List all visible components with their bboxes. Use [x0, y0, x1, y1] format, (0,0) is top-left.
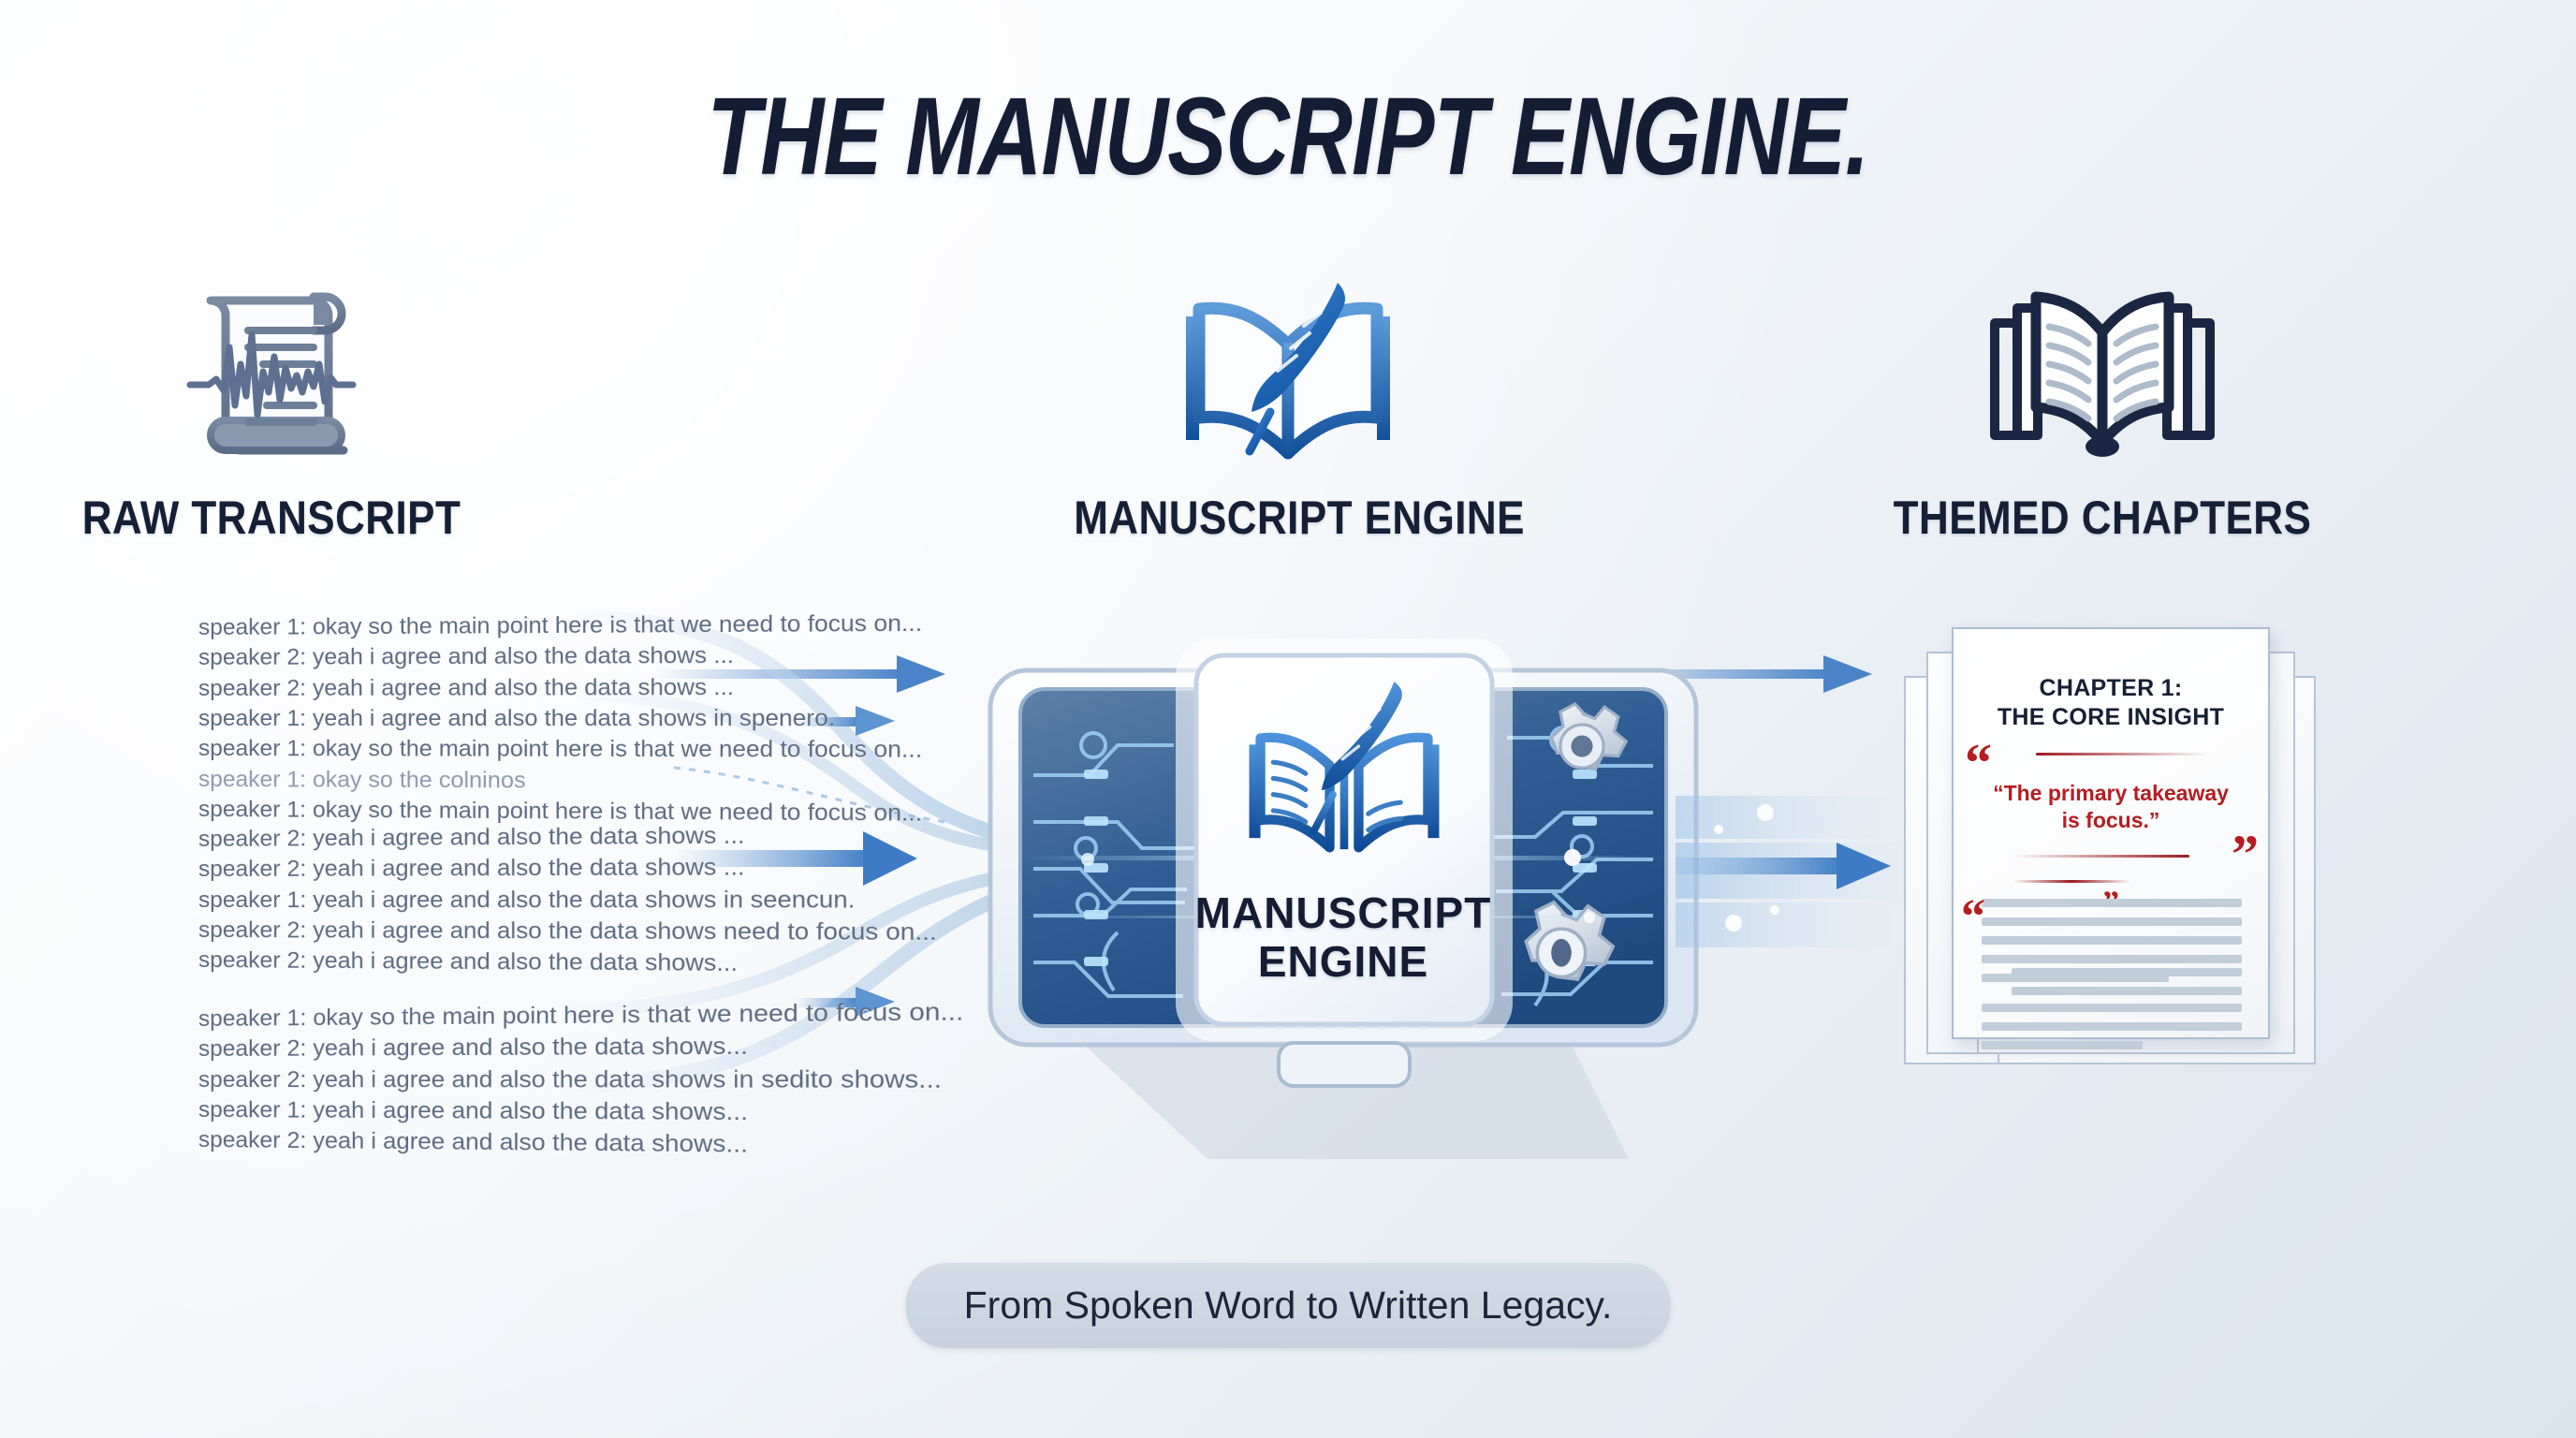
transcript-line: speaker 1: yeah i agree and also the dat… — [198, 703, 962, 735]
transcript-line: speaker 2: yeah i agree and also the dat… — [198, 852, 986, 886]
quote-line-2: is focus.” — [1991, 807, 2231, 834]
stage-label: RAW TRANSCRIPT — [57, 491, 486, 545]
body-line — [1982, 1041, 2143, 1049]
transcript-line: speaker 1: okay so the main point here i… — [198, 609, 962, 644]
quote-rule-mid — [2013, 880, 2130, 883]
transcript-line: speaker 2: yeah i agree and also the dat… — [198, 1030, 1009, 1065]
quote-open-icon: “ — [1965, 747, 1992, 780]
chapter-title-line-2: THE CORE INSIGHT — [1954, 703, 2268, 732]
open-book-icon — [1859, 271, 2346, 477]
transcript-line: speaker 1: okay so the main point here i… — [198, 734, 962, 767]
quote-line-1: “The primary takeaway — [1991, 780, 2231, 807]
chapter-body-block-3 — [1982, 1004, 2242, 1060]
transcript-paragraph: speaker 1: okay so the main point here i… — [198, 995, 1009, 1165]
transcript-line: speaker 2: yeah i agree and also the dat… — [198, 639, 962, 673]
stage-row: RAW TRANSCRIPT — [0, 271, 2576, 580]
body-line — [1982, 917, 2242, 926]
stage-raw-transcript: RAW TRANSCRIPT — [28, 271, 515, 545]
quote-rule-top — [2036, 753, 2209, 756]
transcript-line: speaker 2: yeah i agree and also the dat… — [198, 1125, 1009, 1165]
body-line — [1982, 1022, 2242, 1031]
book-quill-icon — [1045, 271, 1531, 477]
tagline-pill: From Spoken Word to Written Legacy. — [906, 1263, 1671, 1348]
pull-quote: “ “The primary takeaway is focus.” ” ” — [1954, 753, 2268, 883]
body-line — [1982, 955, 2242, 963]
transcript-line: speaker 2: yeah i agree and also the dat… — [198, 819, 986, 856]
page-title: THE MANUSCRIPT ENGINE. — [257, 73, 2319, 200]
transcript-paragraph: speaker 1: okay so the main point here i… — [198, 609, 962, 830]
body-line — [2012, 987, 2242, 995]
stage-label: THEMED CHAPTERS — [1888, 491, 2317, 545]
transcript-text-block: speaker 1: okay so the main point here i… — [198, 613, 929, 1137]
quote-open-icon: “ — [1961, 902, 1985, 932]
transcript-line: speaker 2: yeah i agree and also the dat… — [198, 671, 962, 704]
chapter-stack: CHAPTER 1: THE CORE INSIGHT “ “The prima… — [1900, 618, 2321, 1086]
stage-manuscript-engine: MANUSCRIPT ENGINE — [1045, 271, 1531, 545]
quote-close-icon: ” — [2232, 839, 2259, 872]
chapter-title-line-1: CHAPTER 1: — [1954, 674, 2268, 703]
chapter-page-front: CHAPTER 1: THE CORE INSIGHT “ “The prima… — [1952, 627, 2270, 1039]
chapter-title: CHAPTER 1: THE CORE INSIGHT — [1954, 674, 2268, 732]
quote-text: “The primary takeaway is focus.” — [1991, 780, 2231, 834]
transcript-line: speaker 1: okay so the colninos — [198, 765, 962, 799]
transcript-line: speaker 2: yeah i agree and also the dat… — [198, 1064, 1009, 1097]
scroll-waveform-icon — [28, 271, 515, 477]
quote-rule-bottom — [2012, 855, 2189, 858]
transcript-line: speaker 2: yeah i agree and also the dat… — [198, 916, 986, 949]
chapter-body-block-2 — [2012, 968, 2242, 1005]
manuscript-engine-device: MANUSCRIPT ENGINE — [973, 635, 1713, 1159]
body-line — [1982, 936, 2242, 945]
transcript-paragraph: speaker 2: yeah i agree and also the dat… — [198, 819, 986, 983]
body-line — [2012, 968, 2242, 976]
stage-themed-chapters: THEMED CHAPTERS — [1859, 271, 2346, 545]
stage-label: MANUSCRIPT ENGINE — [1074, 491, 1502, 545]
body-line — [1982, 1004, 2242, 1012]
body-line — [1982, 899, 2242, 907]
transcript-line: speaker 1: yeah i agree and also the dat… — [198, 885, 986, 917]
